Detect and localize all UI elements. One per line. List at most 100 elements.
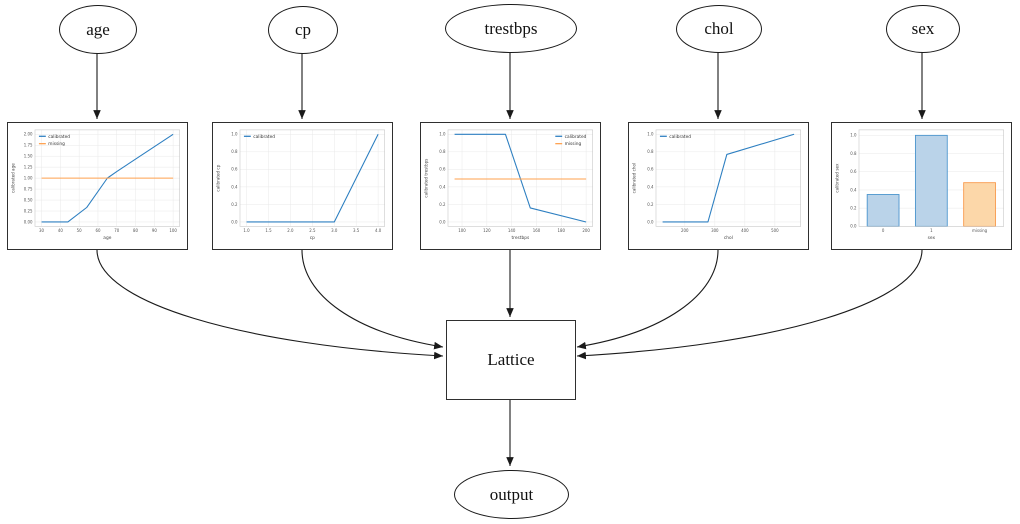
svg-text:3.5: 3.5 (353, 228, 360, 233)
svg-text:0.8: 0.8 (231, 149, 238, 154)
svg-text:400: 400 (741, 228, 749, 233)
svg-text:1.75: 1.75 (24, 143, 33, 148)
svg-text:missing: missing (48, 141, 65, 147)
node-chol-label: chol (704, 19, 734, 38)
node-chol: chol (676, 5, 762, 53)
svg-text:100: 100 (458, 228, 466, 233)
svg-text:80: 80 (133, 228, 138, 233)
node-cp-label: cp (294, 20, 312, 39)
node-cp: cp (268, 6, 338, 54)
chart-svg-age: 0.00 0.25 0.50 0.75 1.00 1.25 1.50 1.75 2.00 30 40… (10, 129, 180, 241)
svg-text:0.4: 0.4 (231, 184, 238, 189)
svg-text:1.0: 1.0 (647, 132, 654, 137)
edge-calibrator-cp-to-lattice (301, 249, 444, 350)
svg-text:0.4: 0.4 (647, 184, 654, 189)
svg-text:60: 60 (95, 228, 100, 233)
svg-text:0.75: 0.75 (24, 186, 33, 191)
svg-text:calibrated: calibrated (565, 134, 587, 140)
svg-text:sex: sex (928, 236, 936, 241)
node-lattice-label: Lattice (487, 350, 535, 369)
svg-text:1.00: 1.00 (24, 176, 33, 181)
edge-calibrator-sex-to-lattice (576, 249, 923, 360)
svg-text:0.2: 0.2 (231, 202, 238, 207)
svg-text:0.0: 0.0 (439, 219, 446, 224)
svg-text:1.0: 1.0 (850, 133, 857, 138)
svg-text:1: 1 (930, 228, 933, 233)
svg-text:0.0: 0.0 (231, 219, 238, 224)
calibrator-chart-sex: 0.0 0.2 0.4 0.6 0.8 1.0 0 1 missing sex calibrated… (831, 122, 1012, 250)
svg-text:0: 0 (882, 228, 885, 233)
svg-text:1.0: 1.0 (243, 228, 250, 233)
svg-text:90: 90 (152, 228, 157, 233)
svg-text:50: 50 (77, 228, 82, 233)
svg-text:age: age (103, 236, 111, 241)
svg-text:3.0: 3.0 (331, 228, 338, 233)
edge-calibrator-age-to-lattice (96, 249, 444, 360)
svg-text:2.0: 2.0 (287, 228, 294, 233)
svg-text:chol: chol (724, 235, 733, 241)
svg-text:120: 120 (483, 228, 491, 233)
chart-svg-sex: 0.0 0.2 0.4 0.6 0.8 1.0 0 1 missing sex calibrated… (834, 129, 1004, 241)
svg-text:2.00: 2.00 (24, 132, 33, 137)
svg-text:calibrated: calibrated (48, 134, 70, 140)
svg-text:calibrated sex: calibrated sex (834, 163, 839, 193)
svg-text:300: 300 (711, 228, 719, 233)
svg-text:0.2: 0.2 (439, 202, 446, 207)
svg-text:0.2: 0.2 (850, 206, 857, 211)
svg-text:calibrated trestbps: calibrated trestbps (423, 159, 428, 198)
svg-text:0.8: 0.8 (850, 151, 857, 156)
svg-text:1.0: 1.0 (439, 132, 446, 137)
svg-text:1.25: 1.25 (24, 165, 33, 170)
svg-text:30: 30 (39, 228, 44, 233)
svg-text:1.0: 1.0 (231, 132, 238, 137)
svg-text:cp: cp (310, 236, 315, 241)
svg-text:calibrated: calibrated (669, 134, 691, 140)
svg-text:0.8: 0.8 (647, 149, 654, 154)
svg-text:2.5: 2.5 (309, 228, 316, 233)
svg-text:0.00: 0.00 (24, 219, 33, 224)
svg-text:0.0: 0.0 (850, 224, 857, 229)
svg-text:1.50: 1.50 (24, 154, 33, 159)
svg-text:missing: missing (565, 141, 582, 147)
calibrator-chart-age: 0.00 0.25 0.50 0.75 1.00 1.25 1.50 1.75 2.00 30 40… (7, 122, 188, 250)
node-output-label: output (489, 484, 534, 504)
node-output: output (454, 470, 569, 519)
node-sex-label: sex (911, 19, 935, 38)
svg-text:160: 160 (533, 228, 541, 233)
svg-text:trestbps: trestbps (511, 235, 529, 241)
svg-text:calibrated chol: calibrated chol (631, 163, 636, 194)
svg-text:70: 70 (114, 228, 119, 233)
svg-text:0.6: 0.6 (647, 167, 654, 172)
svg-text:0.25: 0.25 (24, 208, 33, 213)
svg-text:0.4: 0.4 (439, 184, 446, 189)
svg-text:0.6: 0.6 (439, 167, 446, 172)
svg-text:0.4: 0.4 (850, 187, 857, 192)
svg-text:0.6: 0.6 (850, 169, 857, 174)
svg-text:200: 200 (681, 228, 689, 233)
svg-text:180: 180 (558, 228, 566, 233)
svg-text:calibrated: calibrated (253, 134, 275, 140)
node-sex: sex (886, 5, 960, 53)
node-trestbps: trestbps (445, 4, 577, 53)
svg-text:0.2: 0.2 (647, 202, 654, 207)
svg-text:calibrated age: calibrated age (10, 163, 15, 193)
svg-text:missing: missing (972, 228, 988, 233)
svg-text:500: 500 (771, 228, 779, 233)
svg-text:140: 140 (508, 228, 516, 233)
svg-text:1.5: 1.5 (265, 228, 272, 233)
svg-text:0.50: 0.50 (24, 197, 33, 202)
node-trestbps-label: trestbps (484, 18, 538, 38)
svg-text:100: 100 (169, 228, 177, 233)
svg-text:40: 40 (58, 228, 63, 233)
svg-text:0.6: 0.6 (231, 167, 238, 172)
svg-text:calibrated cp: calibrated cp (215, 164, 220, 191)
edge-calibrator-chol-to-lattice (576, 249, 719, 350)
